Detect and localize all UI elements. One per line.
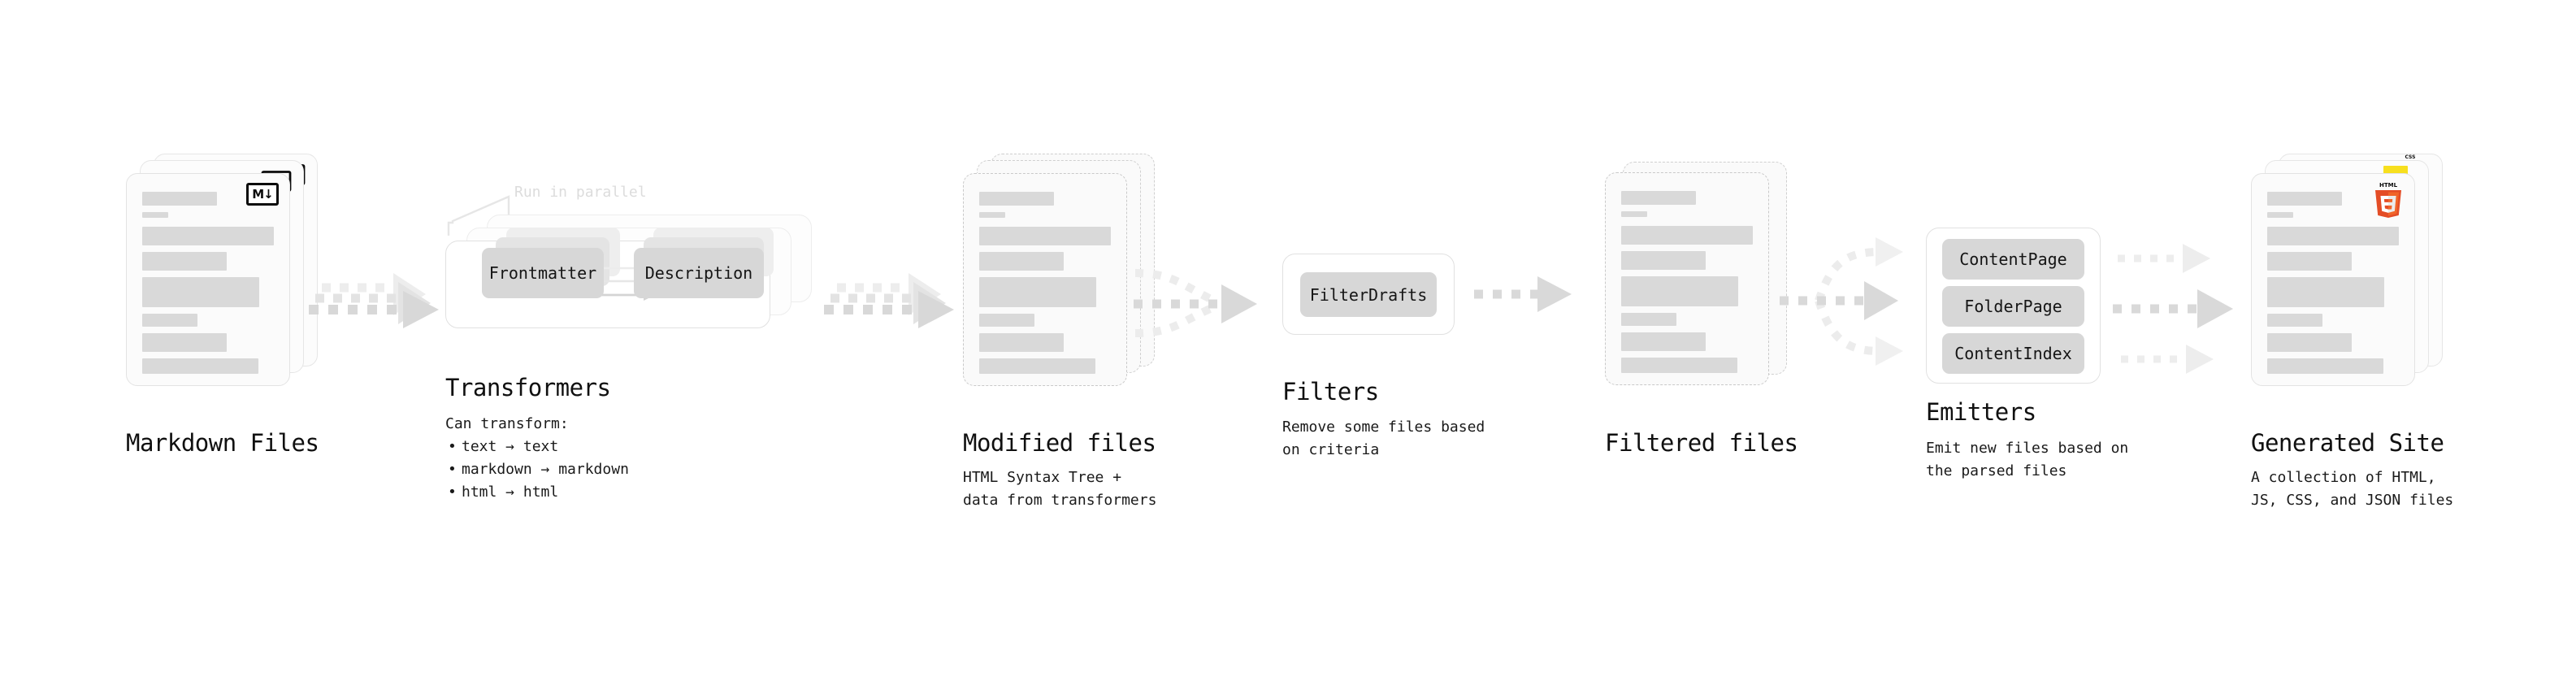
filter-chip-filterdrafts[interactable]: FilterDrafts (1300, 272, 1437, 317)
emitter-chip-contentpage[interactable]: ContentPage (1942, 239, 2084, 280)
content-bar (979, 358, 1095, 374)
content-bar (1621, 251, 1706, 270)
generated-site-description: A collection of HTML, JS, CSS, and JSON … (2251, 469, 2454, 509)
content-bar (979, 192, 1055, 206)
transformer-chip-label: Frontmatter (488, 263, 597, 283)
content-bar (2267, 252, 2352, 271)
emitter-chip-label: FolderPage (1964, 297, 2062, 316)
markdown-files-title: Markdown Files (126, 429, 319, 457)
transformers-title: Transformers (445, 374, 611, 401)
markdown-icon-arrow: ↓ (263, 186, 274, 202)
content-bar (1621, 358, 1737, 373)
content-bar (1621, 226, 1753, 245)
markdown-icon: M↓ (246, 183, 279, 206)
transformers-transform-list: text → text markdown → markdown html → h… (445, 436, 629, 504)
content-bar (2267, 212, 2294, 218)
content-bar (142, 314, 198, 327)
content-bar (1621, 313, 1677, 326)
modified-files-description: HTML Syntax Tree + data from transformer… (963, 469, 1157, 509)
modified-files-title: Modified files (963, 429, 1156, 457)
transformer-chip-label: Description (644, 263, 753, 283)
connector-filters-to-filtered (1474, 276, 1572, 312)
emitter-chip-label: ContentIndex (1954, 344, 2072, 363)
filtered-file-card-front (1605, 172, 1769, 385)
emitter-chip-folderpage[interactable]: FolderPage (1942, 286, 2084, 327)
connector-transformers-to-modified (824, 273, 954, 328)
connector-markdown-to-transformers (309, 273, 439, 328)
file-content-placeholder (2267, 192, 2399, 374)
content-bar (979, 314, 1035, 327)
content-bar (142, 358, 258, 374)
content-bar (1621, 332, 1706, 351)
content-bar (142, 192, 218, 206)
content-bar (2267, 314, 2323, 327)
content-bar (142, 227, 274, 245)
filters-description: Remove some files based on criteria (1282, 419, 1485, 458)
content-bar (142, 252, 227, 271)
markdown-icon-letter: M (252, 186, 264, 202)
run-in-parallel-label: Run in parallel (514, 184, 647, 201)
filter-chip-label: FilterDrafts (1309, 284, 1428, 305)
connector-filtered-to-emitters (1780, 237, 1903, 366)
content-bar (979, 277, 1097, 307)
content-bar (979, 227, 1111, 245)
transformer-chip-frontmatter[interactable]: Frontmatter (482, 248, 604, 298)
modified-file-card-front (963, 173, 1127, 386)
content-bar (2267, 227, 2399, 245)
file-content-placeholder (142, 192, 274, 374)
transformer-chip-description[interactable]: Description (634, 248, 764, 298)
generated-site-title: Generated Site (2251, 429, 2444, 457)
content-bar (2267, 358, 2383, 374)
content-bar (979, 252, 1064, 271)
emitters-description: Emit new files based on the parsed files (1926, 440, 2129, 479)
generated-file-card-front: HTML (2251, 173, 2415, 386)
emitters-title: Emitters (1926, 398, 2036, 426)
html5-icon-label: HTML (2379, 182, 2398, 189)
content-bar (979, 333, 1064, 352)
content-bar (142, 333, 227, 352)
emitter-chip-label: ContentPage (1959, 249, 2067, 269)
transform-list-item: html → html (448, 481, 629, 504)
transform-list-item: text → text (448, 436, 629, 458)
content-bar (2267, 333, 2352, 352)
css-icon-label: CSS (2405, 154, 2416, 160)
content-bar (142, 212, 169, 218)
filters-title: Filters (1282, 378, 1379, 406)
content-bar (2267, 277, 2385, 307)
content-bar (1621, 191, 1697, 205)
content-bar (1621, 211, 1648, 217)
filtered-files-title: Filtered files (1605, 429, 1798, 457)
transformers-description-heading: Can transform: (445, 415, 569, 432)
markdown-file-card-front: M↓ (126, 173, 290, 386)
emitter-chip-contentindex[interactable]: ContentIndex (1942, 333, 2084, 374)
content-bar (2267, 192, 2343, 206)
content-bar (1621, 276, 1739, 306)
file-content-placeholder (979, 192, 1111, 374)
transform-list-item: markdown → markdown (448, 458, 629, 481)
content-bar (142, 277, 260, 307)
file-content-placeholder (1621, 191, 1753, 373)
content-bar (979, 212, 1006, 218)
html5-icon: HTML (2375, 182, 2401, 218)
connector-modified-to-filters (1134, 269, 1257, 337)
